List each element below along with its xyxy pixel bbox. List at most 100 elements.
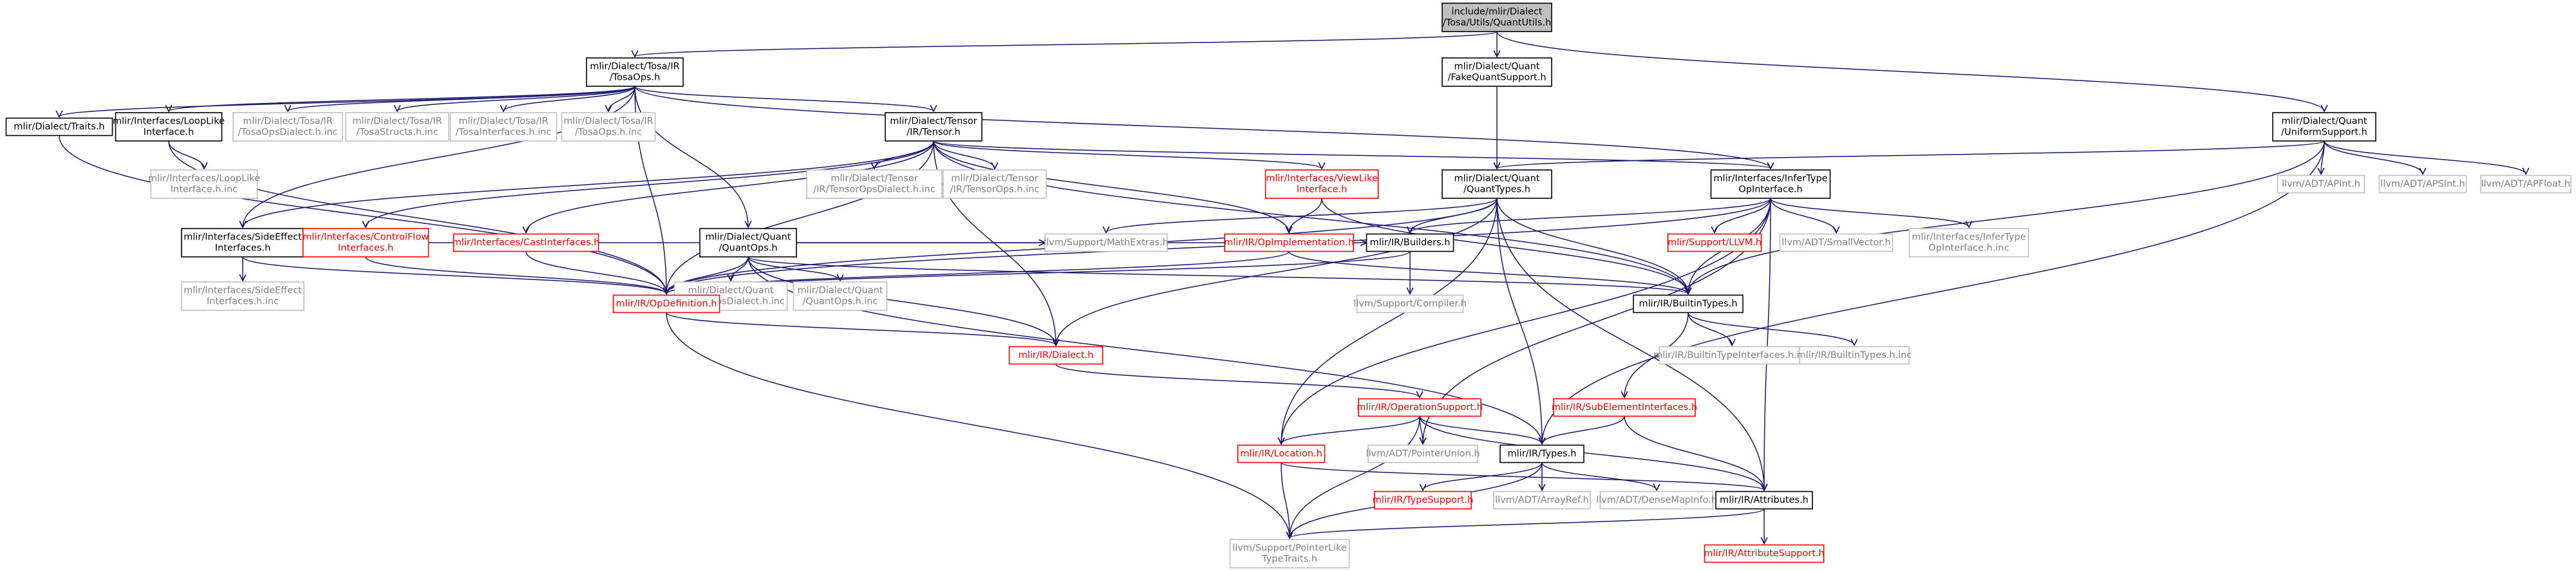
node-infertypeinc: mlir/Interfaces/InferTypeOpInterface.h.i… — [1908, 228, 2029, 257]
node-label-opsupport: mlir/IR/OperationSupport.h — [1357, 402, 1483, 413]
node-label-infertype: OpInterface.h — [1738, 185, 1802, 195]
node-dialect[interactable]: mlir/IR/Dialect.h — [1008, 346, 1104, 365]
node-tensoropsinc: mlir/Dialect/Tensor/IR/TensorOps.h.inc — [943, 169, 1047, 199]
node-box-root — [1442, 3, 1552, 32]
node-label-builtintypesinc: mlir/IR/BuiltinTypes.h.inc — [1797, 350, 1912, 360]
node-builders[interactable]: mlir/IR/Builders.h — [1366, 233, 1454, 252]
node-builtintypes[interactable]: mlir/IR/BuiltinTypes.h — [1633, 294, 1744, 314]
node-box-controlflow — [302, 228, 429, 257]
node-box-dialect — [1008, 346, 1104, 365]
node-label-pointerlike: TypeTraits.h — [1261, 554, 1317, 565]
node-root[interactable]: include/mlir/Dialect/Tosa/Utils/QuantUti… — [1442, 3, 1552, 32]
node-types[interactable]: mlir/IR/Types.h — [1500, 444, 1584, 463]
edge-tosaops-to-infertype — [634, 86, 1771, 169]
edge-root-to-uniform — [1496, 31, 2324, 111]
node-box-quantopsinc — [793, 281, 888, 311]
node-label-location: mlir/IR/Location.h — [1240, 449, 1322, 459]
node-subelement[interactable]: mlir/IR/SubElementInterfaces.h — [1552, 398, 1697, 417]
node-label-viewlike: mlir/Interfaces/ViewLike — [1266, 174, 1378, 184]
node-label-fakequant: /FakeQuantSupport.h — [1447, 73, 1546, 83]
edge-viewlike-to-builtintypes — [1321, 198, 1688, 294]
node-quantops[interactable]: mlir/Dialect/Quant/QuantOps.h — [699, 228, 797, 257]
edge-opimpl-to-builtintypes — [1288, 251, 1688, 294]
node-fakequant[interactable]: mlir/Dialect/Quant/FakeQuantSupport.h — [1442, 57, 1552, 87]
node-llvmh[interactable]: mlir/Support/LLVM.h — [1667, 233, 1762, 252]
node-label-tensor: mlir/Dialect/Tensor — [890, 117, 977, 127]
node-opdef[interactable]: mlir/IR/OpDefinition.h — [612, 294, 720, 314]
node-location[interactable]: mlir/IR/Location.h — [1237, 444, 1326, 463]
node-label-apint: llvm/ADT/APInt.h — [2282, 179, 2360, 189]
edge-tensor-to-viewlike — [933, 140, 1322, 169]
node-label-mathextras: llvm/Support/MathExtras.h — [1044, 238, 1169, 248]
edge-builtintypes-to-subelement — [1624, 312, 1689, 398]
node-label-subelement: mlir/IR/SubElementInterfaces.h — [1552, 402, 1697, 413]
edge-quanttypes-to-types — [1496, 198, 1542, 444]
node-label-attributes: mlir/IR/Attributes.h — [1720, 495, 1809, 505]
node-box-mathextras — [1044, 233, 1168, 252]
node-label-opdef: mlir/IR/OpDefinition.h — [616, 299, 717, 309]
node-label-dialect: mlir/IR/Dialect.h — [1019, 350, 1094, 360]
node-box-builtintypesinc — [1799, 346, 1910, 365]
node-label-uniform: /UniformSupport.h — [2281, 127, 2367, 138]
node-label-attrsupport: mlir/IR/AttributeSupport.h — [1704, 548, 1824, 559]
node-label-looplikeinc: mlir/Interfaces/LoopLike — [148, 174, 260, 184]
node-tosaops[interactable]: mlir/Dialect/Tosa/IR/TosaOps.h — [586, 57, 684, 87]
node-attrsupport[interactable]: mlir/IR/AttributeSupport.h — [1704, 544, 1825, 563]
edge-opsupport-to-attributes — [1419, 416, 1764, 491]
node-label-quantopsdialect: mlir/Dialect/Quant — [688, 286, 774, 296]
node-box-viewlike — [1264, 169, 1379, 199]
node-quanttypes[interactable]: mlir/Dialect/Quant/QuantTypes.h — [1442, 169, 1552, 199]
node-label-quantops: mlir/Dialect/Quant — [706, 232, 791, 243]
node-box-location — [1237, 444, 1326, 463]
edge-attributes-to-pointerlike — [1290, 508, 1765, 539]
node-box-builders — [1366, 233, 1454, 252]
node-tosaopsinc: mlir/Dialect/Tosa/IR/TosaOps.h.inc — [561, 112, 656, 142]
node-layer: include/mlir/Dialect/Tosa/Utils/QuantUti… — [5, 3, 2571, 568]
edge-infertype-to-infertypeinc — [1770, 198, 1969, 227]
node-label-opimpl: mlir/IR/OpImplementation.h — [1224, 238, 1354, 248]
node-typesupport[interactable]: mlir/IR/TypeSupport.h — [1373, 491, 1474, 510]
node-traits[interactable]: mlir/Dialect/Traits.h — [5, 117, 113, 136]
edge-infertype-to-attributes — [1764, 198, 1771, 491]
edge-quanttypes-to-dialect — [1056, 198, 1498, 346]
node-label-traits: mlir/Dialect/Traits.h — [14, 122, 104, 132]
node-attributes[interactable]: mlir/IR/Attributes.h — [1715, 491, 1813, 510]
node-label-quanttypes: /QuantTypes.h — [1463, 185, 1530, 195]
node-box-apsint — [2378, 174, 2467, 194]
node-tosastructs: mlir/Dialect/Tosa/IR/TosaStructs.h.inc — [345, 112, 449, 142]
node-label-looplike: mlir/Interfaces/LoopLike — [113, 117, 225, 127]
edge-tensor-to-controlflow — [366, 140, 934, 227]
node-label-sideeffect: mlir/Interfaces/SideEffect — [183, 232, 302, 243]
node-box-tosaopsinc — [561, 112, 656, 142]
node-label-sideeffect: Interfaces.h — [215, 243, 270, 254]
edge-quantops-to-builtintypes — [747, 256, 1688, 294]
node-tensor[interactable]: mlir/Dialect/Tensor/IR/Tensor.h — [885, 112, 982, 142]
node-label-pointerlike: llvm/Support/PointerLike — [1232, 543, 1347, 554]
edge-opdef-to-pointerlike — [666, 312, 1290, 539]
node-label-pointerunion: llvm/ADT/PointerUnion.h — [1366, 449, 1480, 459]
node-label-controlflow: Interfaces.h — [338, 243, 393, 254]
node-box-types — [1500, 444, 1584, 463]
node-label-arrayref: llvm/ADT/ArrayRef.h — [1495, 495, 1589, 505]
node-box-apfloat — [2480, 174, 2571, 194]
node-uniform[interactable]: mlir/Dialect/Quant/UniformSupport.h — [2272, 112, 2376, 142]
node-castinterfaces[interactable]: mlir/Interfaces/CastInterfaces.h — [453, 233, 600, 252]
edge-quanttypes-to-attributes — [1496, 198, 1764, 491]
node-opsupport[interactable]: mlir/IR/OperationSupport.h — [1357, 398, 1483, 417]
edge-opdef-to-dialect — [666, 312, 1056, 346]
node-box-tensor — [885, 112, 982, 142]
edge-tensor-to-infertype — [933, 140, 1771, 169]
node-opimpl[interactable]: mlir/IR/OpImplementation.h — [1224, 233, 1354, 252]
node-label-tosaops: mlir/Dialect/Tosa/IR — [590, 62, 680, 72]
edge-infertype-to-builders — [1410, 198, 1771, 233]
edge-quanttypes-to-location — [1281, 198, 1498, 444]
node-box-tosainterfaces — [449, 112, 558, 142]
node-label-infertype: mlir/Interfaces/InferType — [1713, 174, 1827, 184]
node-apint: llvm/ADT/APInt.h — [2277, 174, 2365, 194]
node-box-tosastructs — [345, 112, 449, 142]
